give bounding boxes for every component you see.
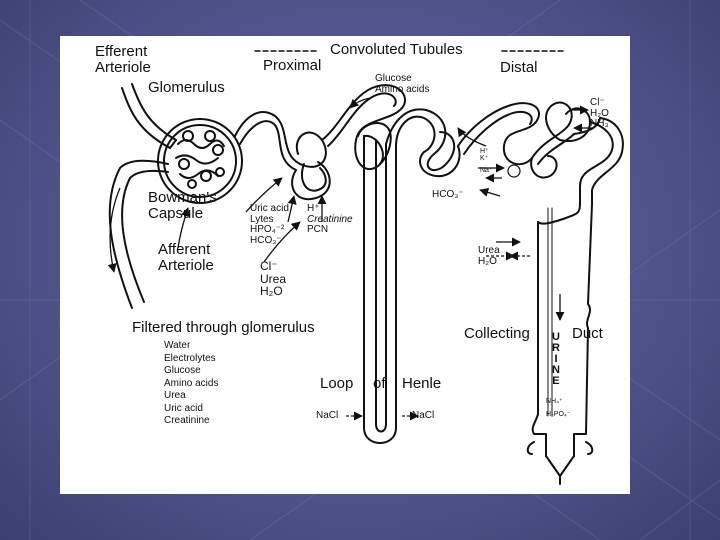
afferent-arteriole-label: Afferent Arteriole xyxy=(158,241,214,274)
glomerulus-label: Glomerulus xyxy=(148,79,225,96)
proximal-label: Proximal xyxy=(263,57,322,74)
urine-vertical-label: U R I N E xyxy=(552,331,560,387)
filtered-list: Water Electrolytes Glucose Amino acids U… xyxy=(164,340,218,428)
convoluted-tubules-label: Convoluted Tubules xyxy=(330,41,463,58)
distal-ions-label: H⁺ K⁺ Na⁺ xyxy=(480,148,493,174)
distal-label: Distal xyxy=(500,59,538,76)
loop-label: Loop xyxy=(320,375,354,392)
list-item: Electrolytes xyxy=(164,352,216,364)
distal-hco3-label: HCO₃⁻ xyxy=(432,189,464,200)
list-item: Water xyxy=(164,340,191,351)
urine-ions-label: NH₄⁺ H₂PO₄⁻ xyxy=(546,398,571,419)
list-item: Creatinine xyxy=(164,415,210,426)
duct-label: Duct xyxy=(572,325,603,342)
list-item: Uric acid xyxy=(164,402,203,414)
nephron-drawing xyxy=(107,50,624,485)
filtered-title: Filtered through glomerulus xyxy=(132,319,315,336)
bowmans-capsule-label: Bowman's Capsule xyxy=(148,189,217,222)
distal-cl-water-nh3-label: Cl⁻ H₂O NH₃ xyxy=(590,97,609,129)
nephron-diagram: Efferent Arteriole Convoluted Tubules Pr… xyxy=(60,36,630,494)
of-label: of xyxy=(373,375,386,392)
list-item: Glucose xyxy=(164,365,201,376)
henle-label: Henle xyxy=(402,375,442,392)
collecting-label: Collecting xyxy=(464,325,530,342)
nacl-right-label: NaCl xyxy=(412,410,435,421)
cl-urea-water-label: Cl⁻ Urea H₂O xyxy=(260,259,287,299)
efferent-arteriole-label: Efferent Arteriole xyxy=(95,43,151,76)
urea-water-exchange-label: Urea H₂O xyxy=(478,245,500,267)
secreted-ions-label: Uric acid Lytes HPO₄⁻² HCO₃⁻ xyxy=(250,203,289,246)
creatinine-pcn-label: H⁺ Creatinine PCN xyxy=(307,203,353,235)
list-item: Amino acids xyxy=(164,377,219,389)
list-item: Urea xyxy=(164,390,186,401)
glucose-aminoacids-label: Glucose Amino acids xyxy=(375,73,430,95)
nacl-left-label: NaCl xyxy=(316,410,339,421)
